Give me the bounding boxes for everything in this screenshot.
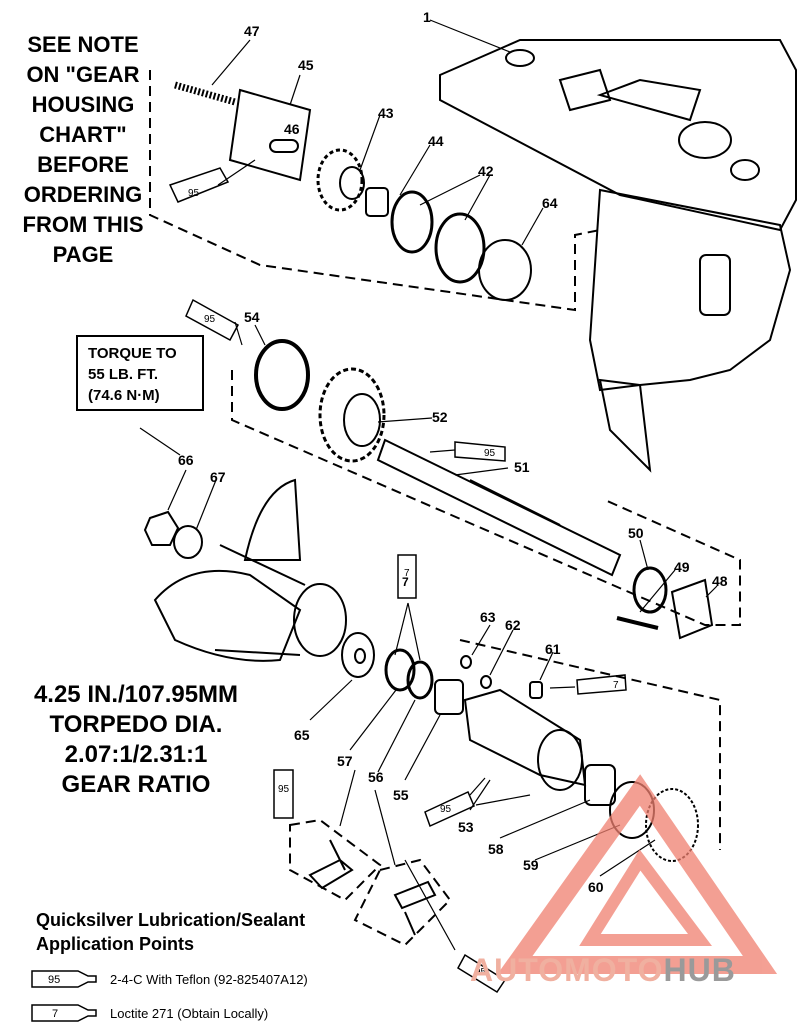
callout-65: 65 <box>294 727 310 743</box>
callout-52: 52 <box>432 409 448 425</box>
watermark-part1: AUTOMOTO <box>470 952 664 988</box>
pinion-gear <box>316 148 365 212</box>
legend-item-text: Loctite 271 (Obtain Locally) <box>110 1005 269 1021</box>
note-line: SEE NOTE <box>27 32 139 57</box>
callout-58: 58 <box>488 841 504 857</box>
note-line: CHART" <box>39 122 127 147</box>
callout-54: 54 <box>244 309 260 325</box>
torque-line: (74.6 N·M) <box>88 387 160 404</box>
callout-57: 57 <box>337 753 353 769</box>
callout-62: 62 <box>505 617 521 633</box>
note-line: FROM THIS <box>22 212 144 237</box>
legend-item-text: 2-4-C With Teflon (92-825407A12) <box>110 971 308 987</box>
callout-44: 44 <box>428 133 444 149</box>
note-line: HOUSING <box>31 92 135 117</box>
tube-label-95: 95 <box>188 188 200 199</box>
callout-61: 61 <box>545 641 561 657</box>
note-line: ON "GEAR <box>26 62 140 87</box>
watermark-text: AUTOMOTOHUB <box>470 952 736 989</box>
callout-49: 49 <box>674 559 690 575</box>
tube-label-95: 95 <box>278 784 290 795</box>
callout-56: 56 <box>368 769 384 785</box>
tube-icon: 95 <box>31 970 97 988</box>
callout-43: 43 <box>378 105 394 121</box>
propeller-shaft <box>376 438 622 577</box>
note-line: ORDERING <box>23 182 143 207</box>
callout-60: 60 <box>588 879 604 895</box>
tube-label-95: 95 <box>440 804 452 815</box>
torque-spec-box: TORQUE TO 55 LB. FT. (74.6 N·M) <box>76 335 204 411</box>
callout-66: 66 <box>178 452 194 468</box>
legend-item-95: 95 2-4-C With Teflon (92-825407A12) <box>30 966 308 992</box>
tube-label-95: 95 <box>204 314 216 325</box>
reference-lines <box>149 70 741 947</box>
legend-title: Quicksilver Lubrication/Sealant Applicat… <box>36 908 305 956</box>
callout-51: 51 <box>514 459 530 475</box>
spec-line: 4.25 IN./107.95MM <box>33 681 239 708</box>
spec-line: 2.07:1/2.31:1 <box>64 741 208 768</box>
svg-text:95: 95 <box>48 974 60 986</box>
watermark-part2: HUB <box>663 952 736 988</box>
forward-gear <box>318 367 386 463</box>
gear-housing-note: SEE NOTE ON "GEAR HOUSING CHART" BEFORE … <box>8 30 158 270</box>
tube-symbols <box>168 167 627 994</box>
tube-label-95: 95 <box>484 448 496 459</box>
callout-55: 55 <box>393 787 409 803</box>
callout-64: 64 <box>542 195 558 211</box>
tube-label-7: 7 <box>613 680 619 691</box>
callout-50: 50 <box>628 525 644 541</box>
callout-45: 45 <box>298 57 314 73</box>
legend-title-line: Quicksilver Lubrication/Sealant <box>36 910 306 930</box>
callout-59: 59 <box>523 857 539 873</box>
propeller <box>153 478 347 662</box>
callout-67: 67 <box>210 469 226 485</box>
callout-47: 47 <box>244 23 260 39</box>
torpedo-gear-specs: 4.25 IN./107.95MM TORPEDO DIA. 2.07:1/2.… <box>0 680 272 800</box>
shift-plate <box>228 88 312 182</box>
torque-line: 55 LB. FT. <box>88 366 159 383</box>
spec-line: TORPEDO DIA. <box>49 711 223 738</box>
callout-63: 63 <box>480 609 496 625</box>
tube-icon: 7 <box>31 1004 97 1022</box>
callout-1: 1 <box>423 9 431 25</box>
callout-7-label: 7 <box>402 575 409 589</box>
svg-text:7: 7 <box>52 1008 58 1020</box>
torque-line: TORQUE TO <box>88 345 177 362</box>
callout-42: 42 <box>478 163 494 179</box>
note-line: PAGE <box>52 242 114 267</box>
tube-label-95: 95 <box>475 967 487 978</box>
legend-item-7: 7 Loctite 271 (Obtain Locally) <box>30 1000 268 1026</box>
callout-53: 53 <box>458 819 474 835</box>
callout-48: 48 <box>712 573 728 589</box>
legend-title-line: Application Points <box>36 934 195 954</box>
bearing-carrier <box>463 688 587 791</box>
callout-46: 46 <box>284 121 300 137</box>
note-line: BEFORE <box>37 152 129 177</box>
spec-line: GEAR RATIO <box>61 771 211 798</box>
tube-label-7: 7 <box>404 568 410 579</box>
spring-part <box>174 81 236 106</box>
watermark-logo <box>497 774 778 974</box>
gear-housing <box>439 39 797 473</box>
